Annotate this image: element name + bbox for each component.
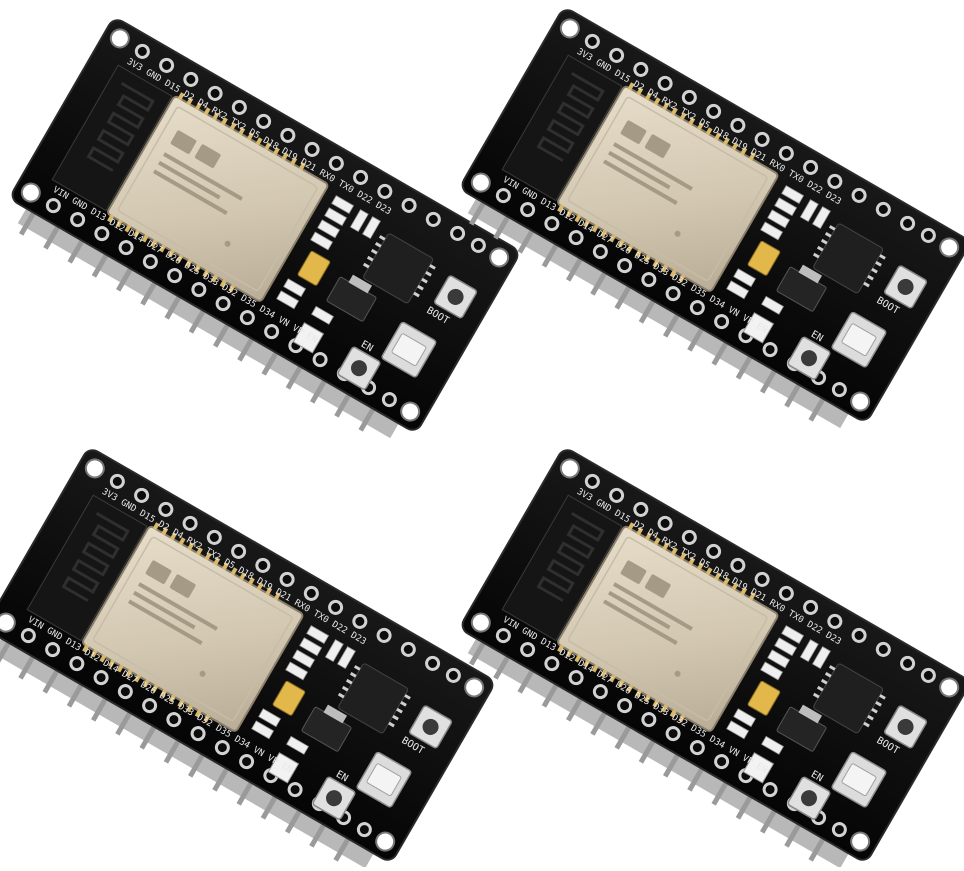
- board-3: 3V3 GND D15 D2 D4 RX2 TX2 D5 D18 D19 D21…: [0, 445, 498, 871]
- board-4: 3V3 GND D15 D2 D4 RX2 TX2 D5 D18 D19 D21…: [444, 445, 964, 871]
- en-label: EN: [809, 769, 825, 785]
- en-label: EN: [334, 769, 350, 785]
- board-2: 3V3 GND D15 D2 D4 RX2 TX2 D5 D18 D19 D21…: [444, 5, 964, 447]
- en-label: EN: [809, 329, 825, 345]
- board-1: 3V3 GND D15 D2 D4 RX2 TX2 D5 D18 D19 D21…: [0, 15, 523, 457]
- en-label: EN: [359, 339, 375, 355]
